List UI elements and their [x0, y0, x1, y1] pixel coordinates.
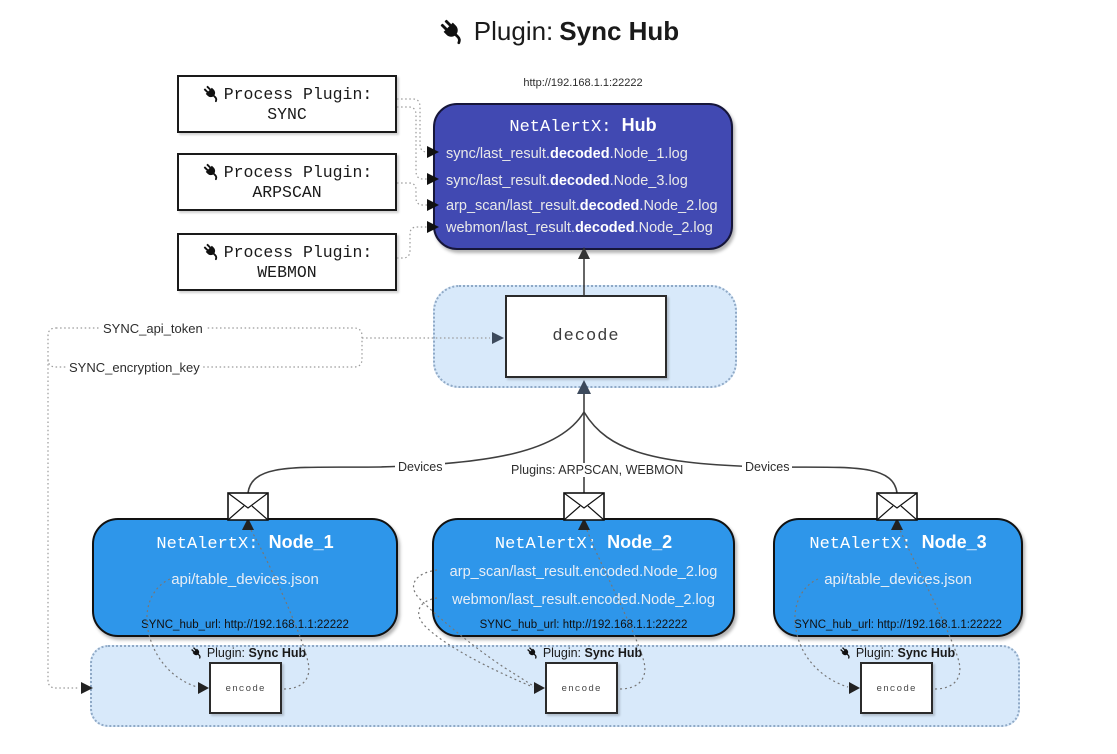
process-plugin-box-webmon: Process Plugin: WEBMON [177, 233, 397, 291]
plug-icon [191, 647, 201, 659]
config-encryption-key-label: SYNC_encryption_key [66, 360, 203, 375]
plug-icon [203, 163, 217, 181]
hub-title-name: Hub [621, 115, 657, 135]
process-plugin-name: SYNC [267, 105, 307, 124]
encoder-label: Plugin: Sync Hub [499, 646, 669, 660]
envelope-icon [227, 492, 269, 521]
config-api-token-label: SYNC_api_token [100, 321, 206, 336]
node-to-decode-edges [247, 392, 898, 494]
envelope-icon [563, 492, 605, 521]
encode-box: encode [545, 662, 618, 714]
node-box-node-1: NetAlertX: Node_1 api/table_devices.json… [92, 518, 398, 637]
node-title: NetAlertX: Node_3 [809, 532, 987, 554]
encode-box: encode [860, 662, 933, 714]
page-title: Plugin: Sync Hub [0, 16, 1117, 47]
hub-title: NetAlertX: Hub [435, 115, 731, 137]
hub-log-line: arp_scan/last_result.decoded.Node_2.log [446, 198, 718, 214]
node-line: api/table_devices.json [171, 571, 319, 588]
process-plugin-name: WEBMON [257, 263, 317, 282]
node-line: webmon/last_result.encoded.Node_2.log [452, 592, 715, 608]
encoder-label: Plugin: Sync Hub [163, 646, 333, 660]
node-line: api/table_devices.json [824, 571, 972, 588]
plug-icon [440, 19, 461, 44]
process-plugin-label: Process Plugin: [223, 242, 373, 262]
hub-log-line: sync/last_result.decoded.Node_3.log [446, 173, 688, 189]
plug-icon [527, 647, 537, 659]
hub-url-label: http://192.168.1.1:22222 [523, 77, 643, 89]
page-title-prefix: Plugin: [473, 16, 554, 46]
hub-log-line: sync/last_result.decoded.Node_1.log [446, 146, 688, 162]
plugin-hub-connectors [397, 98, 429, 259]
plug-icon [203, 85, 217, 103]
plug-icon [203, 243, 217, 261]
node-box-node-3: NetAlertX: Node_3 api/table_devices.json… [773, 518, 1023, 637]
process-plugin-box-sync: Process Plugin: SYNC [177, 75, 397, 133]
hub-title-app: NetAlertX: [509, 118, 622, 137]
node-line: arp_scan/last_result.encoded.Node_2.log [449, 564, 718, 580]
encode-box: encode [209, 662, 282, 714]
hub-box: NetAlertX: Hub sync/last_result.decoded.… [433, 103, 733, 250]
process-plugin-name: ARPSCAN [252, 183, 322, 202]
page-title-name: Sync Hub [559, 16, 680, 46]
hub-log-line: webmon/last_result.decoded.Node_2.log [446, 220, 713, 236]
process-plugin-label: Process Plugin: [223, 162, 373, 182]
process-plugin-label: Process Plugin: [223, 84, 373, 104]
node-hub-url: SYNC_hub_url: http://192.168.1.1:22222 [479, 619, 688, 631]
node-title: NetAlertX: Node_2 [494, 532, 673, 554]
envelope-icons [227, 492, 918, 521]
devices-label-right: Devices [742, 460, 793, 474]
node-box-node-2: NetAlertX: Node_2 arp_scan/last_result.e… [432, 518, 735, 637]
devices-label-left: Devices [395, 460, 446, 474]
envelope-icon [876, 492, 918, 521]
node-title: NetAlertX: Node_1 [156, 532, 334, 554]
decode-box: decode [505, 295, 667, 378]
node-hub-url: SYNC_hub_url: http://192.168.1.1:22222 [794, 619, 1002, 631]
process-plugin-box-arpscan: Process Plugin: ARPSCAN [177, 153, 397, 211]
plug-icon [840, 647, 850, 659]
plugins-label-middle: Plugins: ARPSCAN, WEBMON [508, 463, 687, 477]
encoder-label: Plugin: Sync Hub [812, 646, 982, 660]
node-hub-url: SYNC_hub_url: http://192.168.1.1:22222 [141, 619, 349, 631]
